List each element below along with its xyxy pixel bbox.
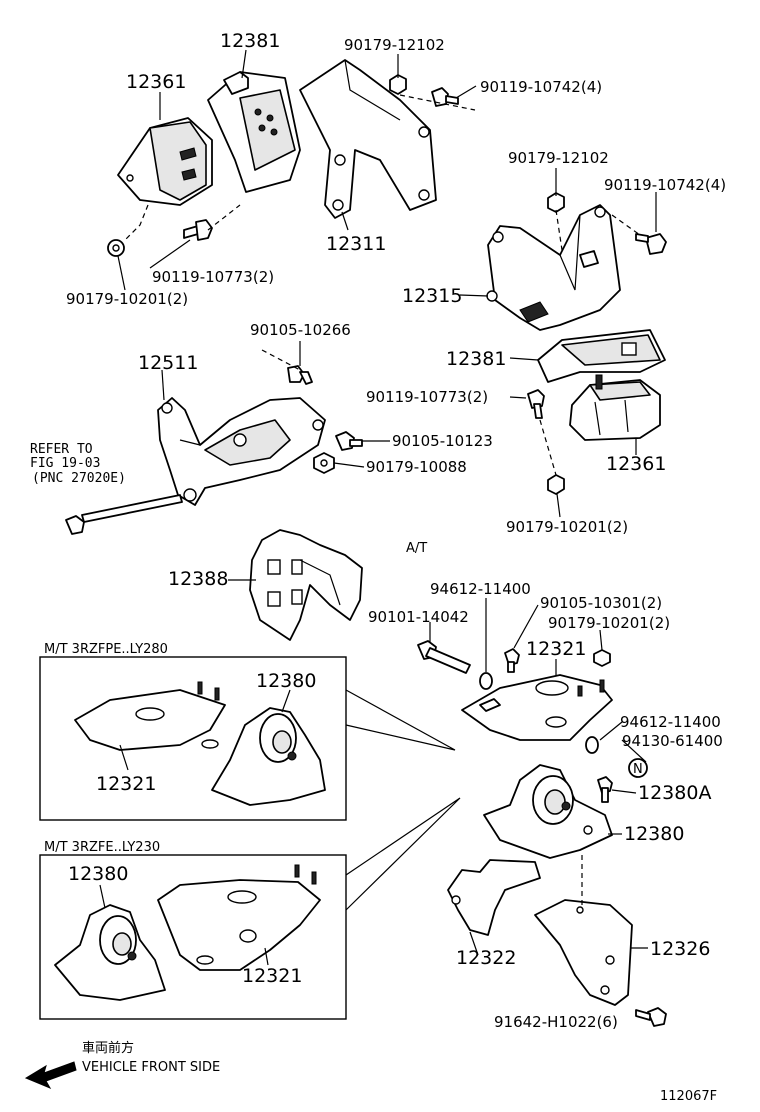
marker-94130-61400: N — [628, 758, 648, 778]
marker-n-text: N — [633, 762, 643, 777]
label-94612-11400-b: 94612-11400 — [620, 713, 721, 731]
label-90179-12102-right: 90179-12102 — [508, 149, 609, 167]
nut-90179-10201-low — [593, 649, 611, 667]
part-12381-mid — [537, 329, 666, 383]
part-12361-top — [117, 117, 213, 206]
label-12326: 12326 — [650, 938, 710, 960]
bolt-91642-H1022 — [635, 1007, 667, 1027]
inset-3rzfe — [39, 797, 461, 1020]
part-12361-mid — [569, 374, 661, 441]
bolt-90105-10123 — [335, 431, 363, 451]
inset1-part-12321 — [74, 681, 226, 751]
label-12381-top: 12381 — [220, 30, 280, 52]
label-94130-61400: 94130-61400 — [622, 732, 723, 750]
label-90105-10301: 90105-10301(2) — [540, 594, 662, 612]
label-90105-10123: 90105-10123 — [392, 432, 493, 450]
inset2-label-12380: 12380 — [68, 863, 128, 885]
part-12388 — [249, 529, 363, 641]
nut-90179-10201-mid — [547, 474, 565, 495]
label-12380-main: 12380 — [624, 823, 684, 845]
part-12311 — [299, 59, 437, 219]
label-12380A: 12380A — [638, 782, 711, 804]
nut-90179-10088 — [313, 452, 335, 474]
label-12388: 12388 — [168, 568, 228, 590]
label-90105-10266: 90105-10266 — [250, 321, 351, 339]
label-12315: 12315 — [402, 285, 462, 307]
part-12315 — [486, 204, 621, 331]
label-90179-10201-low: 90179-10201(2) — [548, 614, 670, 632]
vehicle-front-arrow-icon — [24, 1061, 77, 1090]
refer-line-1: REFER TO — [30, 442, 93, 457]
bolt-12380A — [597, 776, 613, 803]
label-94612-11400-a: 94612-11400 — [430, 580, 531, 598]
part-12322 — [447, 859, 541, 936]
label-12311: 12311 — [326, 233, 386, 255]
inset2-part-12321 — [157, 864, 321, 971]
label-12361-top: 12361 — [126, 71, 186, 93]
inset1-part-12380 — [211, 707, 326, 806]
at-label: A/T — [406, 541, 427, 556]
label-12322: 12322 — [456, 947, 516, 969]
part-12321-main — [461, 674, 613, 741]
inset1-caption: M/T 3RZFPE..LY280 — [44, 642, 168, 657]
label-12511: 12511 — [138, 352, 198, 374]
label-90119-10742-top: 90119-10742(4) — [480, 78, 602, 96]
bolt-90119-10773-top — [183, 219, 213, 241]
part-12381-top — [207, 71, 301, 193]
bolt-90101-14042 — [417, 640, 471, 674]
label-90101-14042: 90101-14042 — [368, 608, 469, 626]
inset-3rzfpe — [39, 656, 456, 821]
part-12511 — [157, 397, 326, 506]
label-91642-H1022: 91642-H1022(6) — [494, 1013, 618, 1031]
long-bolt-27020E — [65, 494, 183, 535]
inset1-label-12380: 12380 — [256, 670, 316, 692]
direction-jp: 車両前方 — [82, 1040, 134, 1056]
part-12326 — [534, 899, 633, 1006]
part-12380-main — [483, 764, 613, 859]
label-90179-10201-mid: 90179-10201(2) — [506, 518, 628, 536]
inset2-caption: M/T 3RZFE..LY230 — [44, 840, 160, 855]
nut-90179-10201-top — [107, 239, 125, 257]
refer-line-2: FIG 19-03 — [30, 456, 100, 471]
inset2-part-12380 — [54, 904, 166, 1001]
label-90119-10773-top: 90119-10773(2) — [152, 268, 274, 286]
label-90119-10773-mid: 90119-10773(2) — [366, 388, 488, 406]
refer-line-3: (PNC 27020E) — [32, 471, 126, 486]
figure-code: 112067F — [660, 1089, 717, 1104]
bolt-90119-10742-top — [431, 87, 459, 107]
direction-en: VEHICLE FRONT SIDE — [82, 1060, 220, 1075]
label-90179-10088: 90179-10088 — [366, 458, 467, 476]
bolt-90119-10773-mid — [527, 389, 545, 419]
label-90179-12102-top: 90179-12102 — [344, 36, 445, 54]
label-12321-main: 12321 — [526, 638, 586, 660]
bolt-90119-10742-right — [635, 233, 667, 255]
inset2-label-12321: 12321 — [242, 965, 302, 987]
inset1-label-12321: 12321 — [96, 773, 156, 795]
label-12381-mid: 12381 — [446, 348, 506, 370]
washer-94612-11400-a — [479, 672, 493, 690]
washer-94612-11400-b — [585, 736, 599, 754]
label-12361-mid: 12361 — [606, 453, 666, 475]
bolt-90105-10266 — [287, 365, 313, 385]
bolt-90105-10301 — [504, 648, 520, 673]
label-90119-10742-right: 90119-10742(4) — [604, 176, 726, 194]
label-90179-10201-top: 90179-10201(2) — [66, 290, 188, 308]
